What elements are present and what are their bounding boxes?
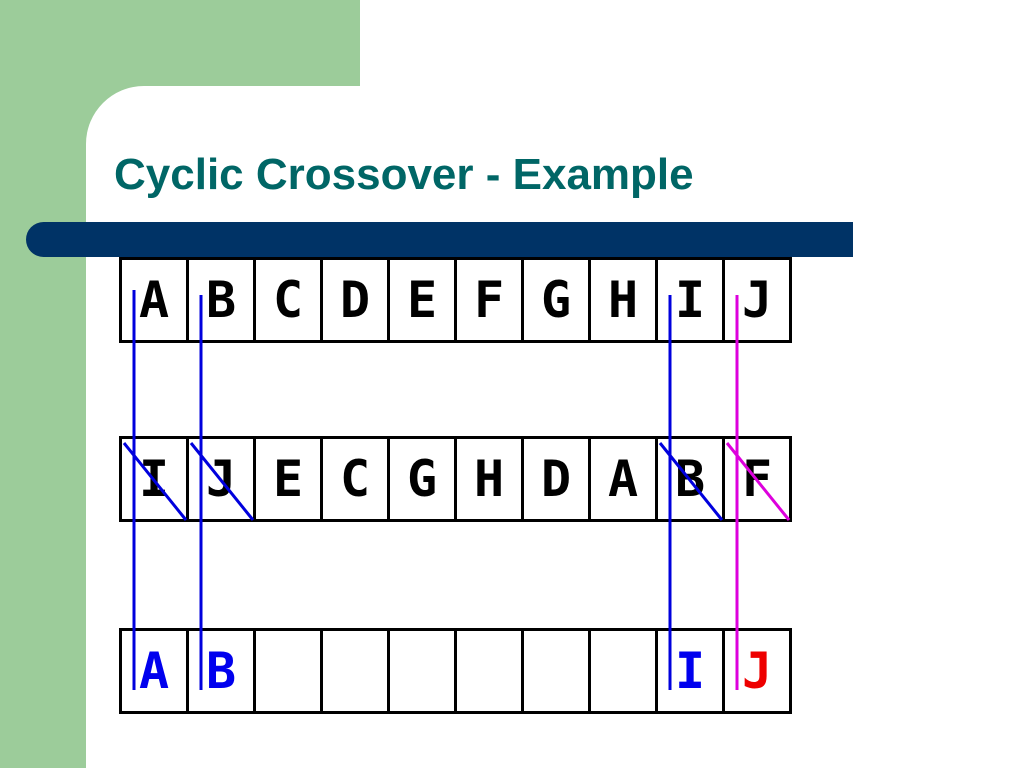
offspring-cell (323, 631, 390, 711)
offspring-cell: B (189, 631, 256, 711)
parent-2-cell: C (323, 439, 390, 519)
parent-2-cell: D (524, 439, 591, 519)
parent-1-cell: D (323, 260, 390, 340)
parent-2-cell: B (658, 439, 725, 519)
parent-2-cell: F (741, 450, 773, 508)
parent-2-cell: J (189, 439, 256, 519)
parent-1-cell: H (591, 260, 658, 340)
offspring-cell: I (658, 631, 725, 711)
parent-1-cell: E (390, 260, 457, 340)
slide-title: Cyclic Crossover - Example (114, 150, 694, 199)
offspring-row: A B I J (119, 628, 792, 714)
offspring-cell (457, 631, 524, 711)
offspring-cell: A (122, 631, 189, 711)
parent-2-cell: A (591, 439, 658, 519)
parent-1-row: A B C D E F G H I J (119, 257, 792, 343)
offspring-cell (390, 631, 457, 711)
parent-2-row: I J E C G H D A B F (119, 436, 792, 522)
title-underline-bar (26, 222, 853, 257)
parent-2-cell: H (457, 439, 524, 519)
parent-2-cell: E (256, 439, 323, 519)
parent-1-cell: A (122, 260, 189, 340)
parent-1-cell: I (658, 260, 725, 340)
parent-2-cell: I (122, 439, 189, 519)
parent-2-cell: G (390, 439, 457, 519)
parent-1-cell: F (457, 260, 524, 340)
parent-1-cell: J (741, 271, 773, 329)
parent-1-cell: G (524, 260, 591, 340)
parent-1-cell: B (189, 260, 256, 340)
parent-1-cell: C (256, 260, 323, 340)
offspring-cell: J (741, 642, 773, 700)
offspring-cell (524, 631, 591, 711)
offspring-cell (591, 631, 658, 711)
offspring-cell (256, 631, 323, 711)
